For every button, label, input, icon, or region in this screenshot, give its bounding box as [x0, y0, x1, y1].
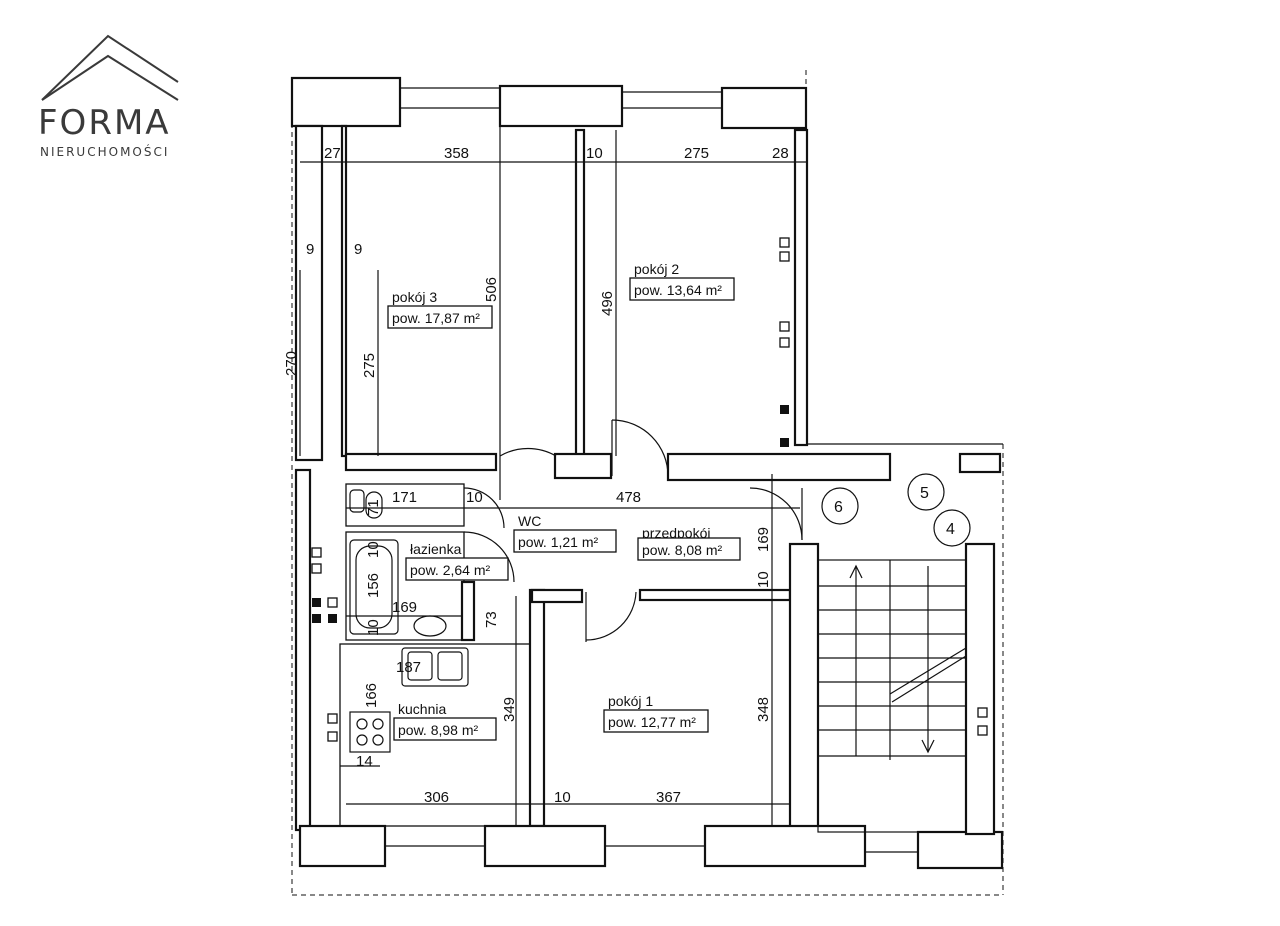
dim-270: 270: [283, 351, 300, 376]
dim-9-right: 9: [354, 241, 362, 258]
dim-187: 187: [396, 659, 421, 676]
bathroom-name: łazienka: [410, 541, 462, 557]
room2-area-box: [629, 277, 735, 301]
room3-area-box: [387, 305, 493, 329]
dim-348: 348: [755, 697, 772, 722]
dim-275-top: 275: [684, 145, 709, 162]
staircase: 6 5 4: [817, 473, 971, 833]
dim-73: 73: [483, 611, 500, 628]
kitchen-name: kuchnia: [398, 701, 446, 717]
dim-10-bath: 10: [365, 541, 382, 558]
toilet-icon: [349, 489, 365, 513]
dim-166: 166: [363, 683, 380, 708]
kitchen-area: pow. 8,98 m²: [398, 722, 478, 738]
bathroom-area: pow. 2,64 m²: [410, 562, 490, 578]
kitchen-area-box: [393, 717, 497, 741]
dim-14: 14: [356, 753, 373, 770]
dim-478: 478: [616, 489, 641, 506]
logo-subtitle: NIERUCHOMOŚCI: [40, 144, 169, 159]
dim-169-bath: 169: [392, 599, 417, 616]
logo-roof-outer: [41, 34, 179, 101]
dim-10-top: 10: [586, 145, 603, 162]
room1-area-box: [603, 709, 709, 733]
dim-27: 27: [324, 145, 341, 162]
logo-name: FORMA: [38, 103, 171, 143]
outer-walls: [290, 76, 1004, 870]
dim-71: 71: [365, 499, 382, 516]
dim-367: 367: [656, 789, 681, 806]
hall-area-box: [637, 537, 741, 561]
dim-10-room1: 10: [755, 571, 772, 588]
dim-496: 496: [599, 291, 616, 316]
company-logo: FORMA NIERUCHOMOŚCI: [38, 34, 179, 159]
dim-9-left: 9: [306, 241, 314, 258]
bathroom-area-box: [405, 557, 509, 581]
doors: [463, 419, 803, 642]
dimension-labels: 27 358 10 275 28 9 9 506 496 275 270 171…: [283, 145, 789, 806]
stair-label-6: 6: [834, 499, 843, 516]
dim-169-hall: 169: [755, 527, 772, 552]
stair-label-5: 5: [920, 485, 929, 502]
wc-area-box: [513, 529, 617, 553]
stair-marker-6: [821, 487, 859, 525]
dim-10-hall: 10: [466, 489, 483, 506]
fixtures: [349, 489, 469, 753]
room2-area: pow. 13,64 m²: [634, 282, 722, 298]
wc-name: WC: [518, 513, 541, 529]
room3-area: pow. 17,87 m²: [392, 310, 480, 326]
logo-roof-inner: [41, 54, 179, 101]
hall-area: pow. 8,08 m²: [642, 542, 722, 558]
stair-marker-5: [907, 473, 945, 511]
dim-358: 358: [444, 145, 469, 162]
room-labels: pokój 3 pow. 17,87 m² pokój 2 pow. 13,64…: [387, 261, 741, 741]
dim-349: 349: [501, 697, 518, 722]
dim-171: 171: [392, 489, 417, 506]
dimension-lines: [299, 126, 806, 826]
stove-icon: [349, 711, 391, 753]
room1-area: pow. 12,77 m²: [608, 714, 696, 730]
stair-marker-4: [933, 509, 971, 547]
wc-area: pow. 1,21 m²: [518, 534, 598, 550]
room2-name: pokój 2: [634, 261, 679, 277]
dim-156: 156: [365, 573, 382, 598]
dim-506: 506: [483, 277, 500, 302]
dim-10-bottom: 10: [554, 789, 571, 806]
room3-name: pokój 3: [392, 289, 437, 305]
room1-name: pokój 1: [608, 693, 653, 709]
hall-name: przedpokój: [642, 525, 711, 541]
kitchen-sink-icon: [401, 647, 469, 687]
vent-markers: [311, 237, 988, 742]
boundary-lines: [291, 70, 1004, 896]
dim-28: 28: [772, 145, 789, 162]
stair-label-4: 4: [946, 521, 955, 538]
bathtub-icon: [349, 539, 399, 635]
dim-275-side: 275: [361, 353, 378, 378]
dim-10-bath-bottom: 10: [365, 619, 382, 636]
dim-306: 306: [424, 789, 449, 806]
